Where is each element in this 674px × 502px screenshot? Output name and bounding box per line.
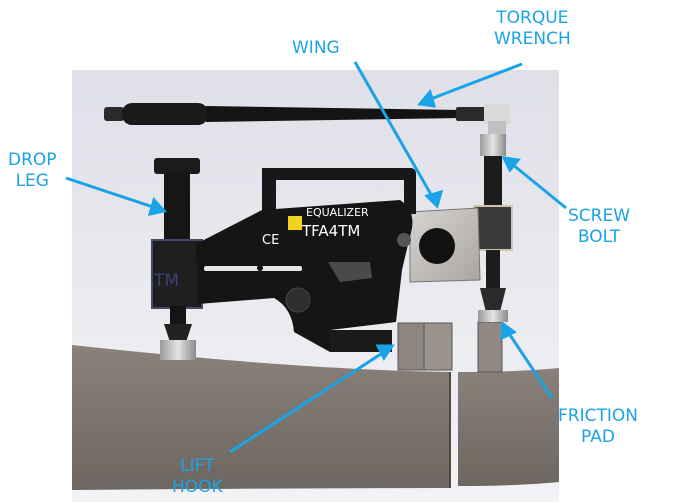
label-wing: WING [292, 38, 340, 58]
label-drop-leg: DROP LEG [8, 150, 57, 191]
torque-wrench [104, 103, 510, 135]
model-text: TFA4TM [301, 222, 360, 240]
screw-bolt-assembly [473, 134, 513, 322]
flange-left [72, 345, 450, 490]
flange-right [458, 368, 559, 486]
block-2 [423, 322, 453, 371]
label-friction-pad: FRICTION PAD [558, 406, 638, 447]
callout-lines [65, 61, 567, 454]
label-screw-bolt: SCREW BOLT [568, 206, 631, 247]
main-body [196, 168, 416, 352]
block-1 [397, 322, 425, 371]
brand-text: EQUALIZER [306, 206, 369, 219]
friction-pad-block [477, 321, 503, 373]
leg-model-text: TM [153, 271, 179, 291]
label-lift-hook: LIFT HOOK [172, 456, 223, 497]
label-torque-wrench: TORQUE WRENCH [494, 8, 571, 49]
drop-leg-assembly [151, 158, 203, 360]
ce-mark: CE [262, 233, 279, 248]
